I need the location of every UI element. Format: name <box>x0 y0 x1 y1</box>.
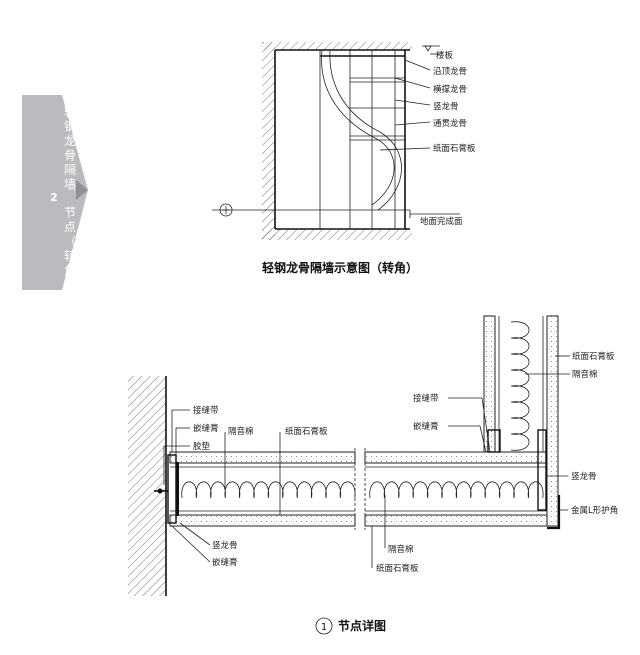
label-gypsum-board-left: 纸面石膏板 <box>285 426 328 437</box>
label-corner-guard: 金属L形护角 <box>571 505 618 516</box>
label-insulation-bottom: 隔音棉 <box>388 544 414 555</box>
floor-hatch <box>262 229 412 240</box>
side-tab-number: 2 <box>50 191 58 204</box>
caption-number-circle <box>315 617 333 635</box>
side-tab-char: 隔 <box>64 163 76 177</box>
bottom-diagram-caption: 节点详图 <box>338 618 386 633</box>
concrete-wall <box>128 376 166 596</box>
label-rubber-pad: 胶垫 <box>193 441 211 452</box>
side-tab-char: 龙 <box>64 134 76 148</box>
label-sealant-left: 嵌缝膏 <box>193 423 219 434</box>
caption-number: 1 <box>321 622 327 633</box>
label-insulation-left: 隔音棉 <box>228 426 254 437</box>
label-gypsum-board-bottom: 纸面石膏板 <box>376 563 419 574</box>
top-diagram-caption: 轻钢龙骨隔墙示意图（转角） <box>262 260 418 275</box>
bottom-diagram: 接缝带 嵌缝膏 胶垫 隔音棉 纸面石膏板 竖龙骨 嵌缝膏 接缝带 嵌缝膏 纸面石… <box>128 315 618 635</box>
side-tab-char: ） <box>64 278 76 292</box>
insulation-wave-vertical <box>510 321 530 451</box>
label-insulation-corner: 隔音棉 <box>572 369 598 380</box>
side-tab-char: 钢 <box>64 120 76 134</box>
ceiling-hatch <box>262 42 412 50</box>
label-vertical-stud-left: 竖龙骨 <box>212 540 238 551</box>
side-tab-char: 角 <box>64 264 76 278</box>
insulation-wave-left <box>181 481 356 499</box>
side-tab-char: 骨 <box>64 149 76 163</box>
label-gypsum-board: 纸面石膏板 <box>433 143 476 154</box>
left-wall-hatch <box>262 42 275 240</box>
side-tab-char: 点 <box>64 220 76 234</box>
label-cross-brace: 横撑龙骨 <box>433 84 467 95</box>
corner-guard <box>547 495 561 530</box>
label-gypsum-board-corner: 纸面石膏板 <box>572 351 615 362</box>
label-sealant2-left: 嵌缝膏 <box>212 557 238 568</box>
insulation-wave-right <box>369 481 544 499</box>
label-joint-tape-corner: 接缝带 <box>413 393 439 404</box>
label-vertical-stud-corner: 竖龙骨 <box>571 471 597 482</box>
side-tab-char: 转 <box>64 248 76 263</box>
label-top-track: 沿顶龙骨 <box>433 66 467 77</box>
side-tab-char: 轻 <box>64 105 76 119</box>
side-tab-char: （ <box>64 235 76 249</box>
side-tab-char: 节 <box>64 206 76 220</box>
top-diagram: 楼板 沿顶龙骨 横撑龙骨 竖龙骨 通贯龙骨 纸面石膏板 地面完成面 轻钢龙骨隔墙… <box>212 42 476 275</box>
side-tab-char: 墙 <box>64 178 76 192</box>
label-sealant-corner: 嵌缝膏 <box>413 421 439 432</box>
label-vertical-stud: 竖龙骨 <box>433 101 459 112</box>
label-finished-floor: 地面完成面 <box>420 216 463 227</box>
label-joint-tape-left: 接缝带 <box>193 405 219 416</box>
label-through-stud: 通贯龙骨 <box>433 118 467 129</box>
label-floor-slab: 楼板 <box>436 50 454 61</box>
